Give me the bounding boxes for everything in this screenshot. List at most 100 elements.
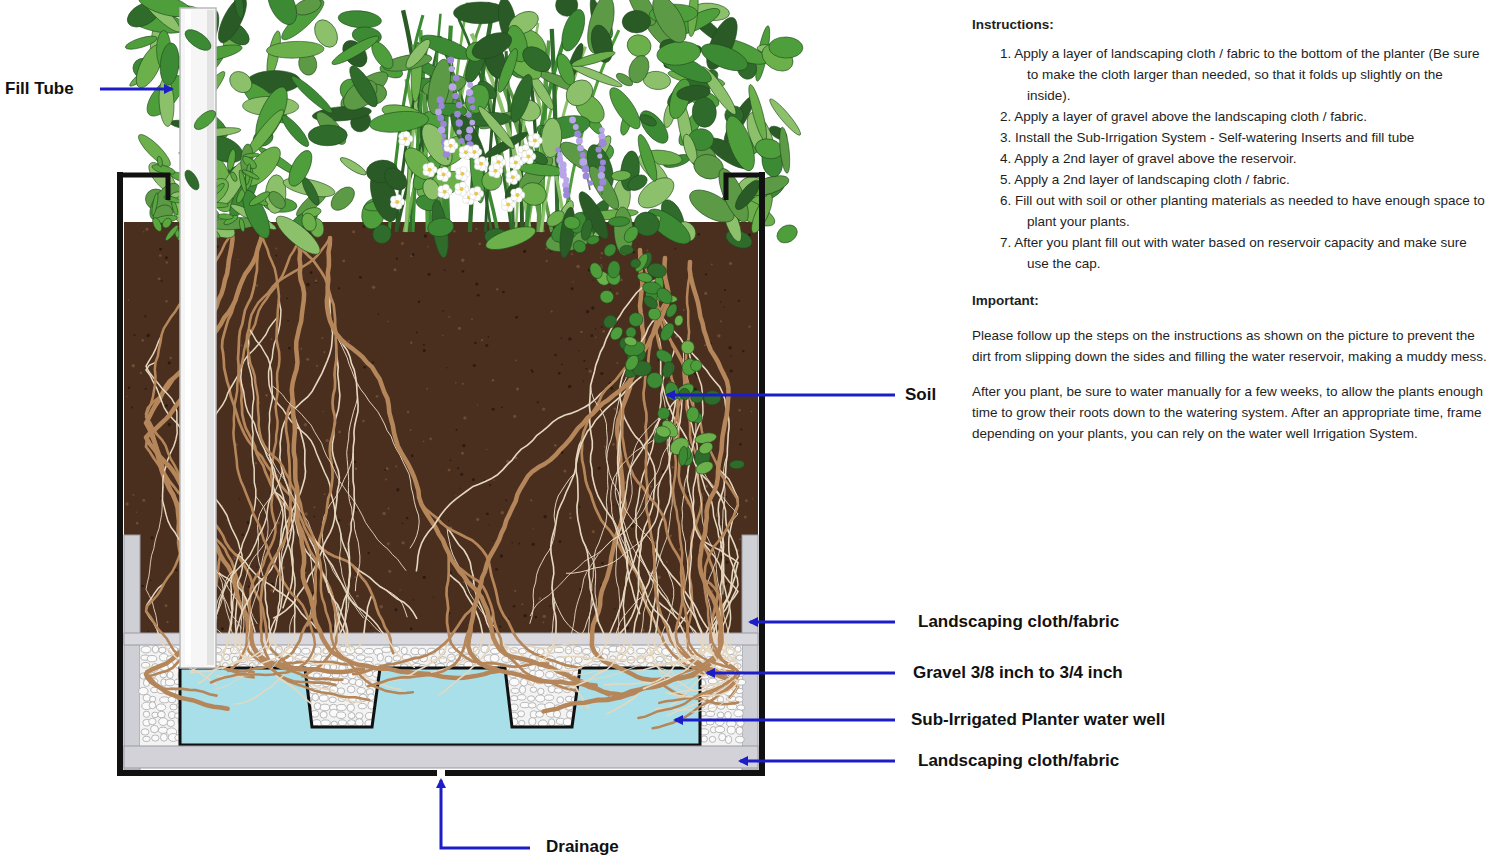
root [272, 386, 406, 571]
pebble [529, 718, 536, 726]
soil-grain [568, 337, 571, 340]
soil-grain [571, 287, 574, 290]
soil-grain [554, 354, 556, 356]
soil-grain [600, 257, 602, 259]
soil-grain [620, 613, 621, 614]
soil-grain [423, 344, 425, 346]
soil-grain [140, 372, 142, 374]
pebble [357, 687, 365, 693]
soil-grain [470, 590, 471, 591]
soil-grain [550, 251, 551, 252]
soil-grain [489, 484, 491, 486]
soil-grain [738, 300, 740, 302]
soil-grain [730, 370, 733, 373]
leaf [369, 109, 430, 135]
soil-grain [604, 446, 606, 448]
lavender-bud [583, 172, 590, 179]
pebble [338, 688, 345, 695]
soil-grain [459, 488, 460, 489]
leaf [151, 216, 164, 232]
soil-grain [344, 605, 346, 607]
pebble [708, 678, 717, 684]
soil-grain [399, 589, 401, 591]
leaf [658, 321, 677, 343]
soil-grain [669, 534, 672, 537]
soil-grain [546, 260, 548, 262]
pebble [563, 718, 572, 726]
soil-grain [141, 585, 144, 588]
soil-grain [423, 576, 426, 579]
soil-grain [598, 467, 601, 470]
soil-grain [410, 429, 412, 431]
pebble [518, 711, 525, 717]
root [222, 595, 238, 649]
soil-grain [446, 367, 447, 368]
soil-grain [728, 346, 731, 349]
leaf [774, 221, 801, 246]
lavender-bud [438, 126, 445, 133]
soil-grain [127, 396, 128, 397]
soil-grain [512, 542, 513, 543]
soil-grain [233, 556, 235, 558]
lavender-bud [600, 159, 606, 165]
leaf [626, 310, 646, 330]
leaf [225, 67, 256, 97]
lavender-bud [574, 131, 581, 138]
pebble [167, 671, 173, 678]
leaf [607, 260, 622, 279]
soil-grain [725, 496, 727, 498]
soil-grain [458, 327, 461, 330]
soil-grain [657, 359, 659, 361]
lavender-bud [466, 112, 471, 117]
soil-grain [568, 385, 572, 389]
soil-grain [614, 407, 616, 409]
pebble [548, 719, 554, 726]
soil-grain [382, 512, 385, 515]
root [146, 487, 163, 630]
soil-grain [449, 317, 451, 319]
soil-grain [395, 465, 397, 467]
soil-grain [433, 596, 434, 597]
lavender-bud [569, 117, 576, 124]
pebble [170, 704, 177, 710]
pebble [159, 718, 168, 726]
root [416, 385, 611, 571]
soil-grain [126, 502, 129, 505]
pebble [152, 645, 158, 653]
pebble [356, 713, 363, 719]
leaf [327, 183, 359, 215]
soil-grain [429, 438, 432, 441]
pebble [356, 655, 365, 660]
soil-grain [256, 566, 257, 567]
soil-grain [686, 540, 687, 541]
pebble [538, 688, 544, 694]
soil-grain [315, 280, 318, 283]
lavender-bud [453, 75, 459, 81]
soil-grain [165, 300, 167, 302]
fabric-layer [124, 746, 758, 768]
soil-grain [354, 576, 356, 578]
leaf [218, 213, 234, 220]
lavender-bud [437, 96, 444, 103]
fabric-lining [742, 535, 758, 770]
soil-grain [475, 228, 477, 230]
lavender-bud [441, 133, 446, 138]
root [292, 238, 498, 678]
soil-grain [558, 372, 561, 375]
soil-grain [537, 401, 539, 403]
soil-grain [362, 420, 365, 423]
lavender-bud [449, 66, 455, 72]
soil-grain [617, 499, 618, 500]
soil-grain [304, 423, 308, 427]
pebble [338, 720, 346, 726]
leaf [697, 440, 715, 456]
soil-grain [474, 342, 476, 344]
soil-grain [442, 334, 444, 336]
root [222, 491, 296, 669]
soil-grain [386, 467, 389, 470]
soil-grain [306, 358, 309, 361]
soil-grain [505, 500, 507, 502]
soil-grain [595, 336, 597, 338]
leaf [579, 218, 594, 241]
soil-grain [133, 334, 135, 336]
